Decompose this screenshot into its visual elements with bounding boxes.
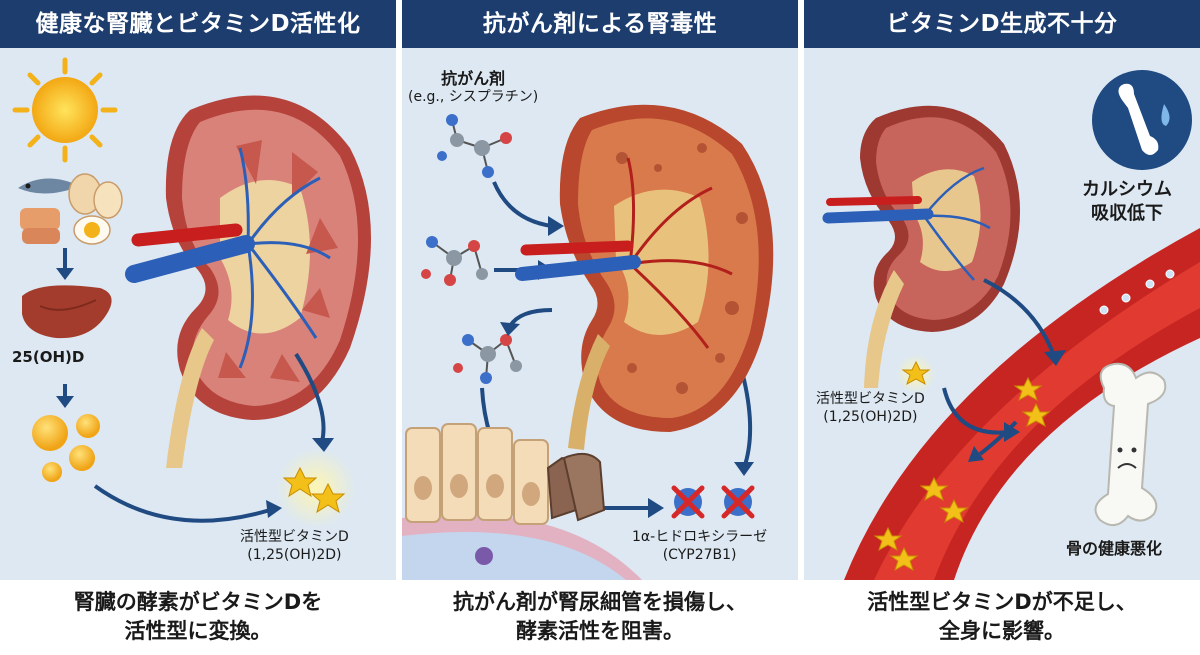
active-vitamin-d-label-line1: 活性型ビタミンD: [240, 529, 349, 545]
enzyme-label: 1α-ヒドロキシラーゼ (CYP27B1): [632, 528, 767, 564]
caption-line2: 全身に影響。: [939, 619, 1065, 643]
liver-icon: [22, 285, 112, 339]
molecule-icon: [453, 334, 522, 384]
panel-illustration: 25(OH)D 活性型ビタミンD (1,25(OH)2D): [0, 48, 396, 580]
active-vitamin-d-stars: [276, 448, 356, 528]
active-vitamin-d-label: 活性型ビタミンD (1,25(OH)2D): [240, 528, 349, 564]
sun-icon: [12, 57, 118, 163]
active-vitamin-d-label: 活性型ビタミンD (1,25(OH)2D): [816, 390, 925, 426]
panel-healthy-kidney: 健康な腎臓とビタミンD活性化: [0, 0, 396, 655]
calcium-label-line2: 吸収低下: [1091, 203, 1163, 224]
blood-vessel-icon: [844, 228, 1200, 580]
panel-illustration: カルシウム 吸収低下 活性型ビタミンD (1,25(OH)2D) 骨の健康悪化: [804, 48, 1200, 580]
active-vitamin-d-label-line2: (1,25(OH)2D): [823, 409, 918, 425]
healthy-kidney-diagram: [12, 57, 371, 528]
panel-caption: 活性型ビタミンDが不足し、 全身に影響。: [804, 588, 1200, 650]
panel-caption: 腎臓の酵素がビタミンDを 活性型に変換。: [0, 588, 396, 650]
bone-health-label: 骨の健康悪化: [1066, 539, 1163, 558]
caption-line1: 活性型ビタミンDが不足し、: [867, 590, 1137, 614]
caption-line2: 活性型に変換。: [124, 619, 272, 643]
caption-line2: 酵素活性を阻害。: [516, 619, 684, 643]
drug-label: 抗がん剤 (e.g., シスプラチン): [408, 70, 538, 106]
metabolite-label: 25(OH)D: [12, 348, 85, 366]
enzyme-label-line2: (CYP27B1): [662, 547, 737, 563]
calcium-label-line1: カルシウム: [1082, 179, 1172, 200]
egg-icon: [20, 173, 123, 245]
enzyme-label-line1: 1α-ヒドロキシラーゼ: [632, 529, 768, 545]
vitamin-d-spheres: [32, 414, 100, 482]
panel-insufficient-vitamin-d: ビタミンD生成不十分: [804, 0, 1200, 655]
panel-caption: 抗がん剤が腎尿細管を損傷し、 酵素活性を阻害。: [402, 588, 798, 650]
panel-illustration: 抗がん剤 (e.g., シスプラチン) 1α-ヒドロキシラーゼ (CYP27B1…: [402, 48, 798, 580]
kidney-icon: [822, 105, 1020, 388]
damaged-kidney-diagram: [402, 104, 774, 580]
active-vitamin-d-label-line2: (1,25(OH)2D): [247, 547, 342, 563]
panel-title: 健康な腎臓とビタミンD活性化: [0, 0, 396, 48]
tubule-cells-icon: [402, 423, 642, 580]
deficiency-diagram: [822, 70, 1200, 580]
molecule-icon: [437, 114, 512, 178]
sad-bone-icon: [1094, 362, 1167, 527]
sad-bone-icon: [1092, 70, 1192, 170]
caption-line1: 腎臓の酵素がビタミンDを: [73, 590, 323, 614]
calcium-label: カルシウム 吸収低下: [1082, 178, 1172, 226]
active-vitamin-d-label-line1: 活性型ビタミンD: [816, 391, 925, 407]
panel-drug-nephrotoxicity: 抗がん剤による腎毒性: [402, 0, 798, 655]
caption-line1: 抗がん剤が腎尿細管を損傷し、: [453, 590, 747, 614]
panel-title: ビタミンD生成不十分: [804, 0, 1200, 48]
drug-label-line2: (e.g., シスプラチン): [408, 89, 539, 105]
cross-icon: [671, 485, 755, 519]
drug-label-line1: 抗がん剤: [441, 69, 506, 88]
kidney-icon: [515, 104, 774, 450]
kidney-icon: [125, 95, 371, 468]
molecule-icon: [421, 236, 488, 286]
panel-title: 抗がん剤による腎毒性: [402, 0, 798, 48]
